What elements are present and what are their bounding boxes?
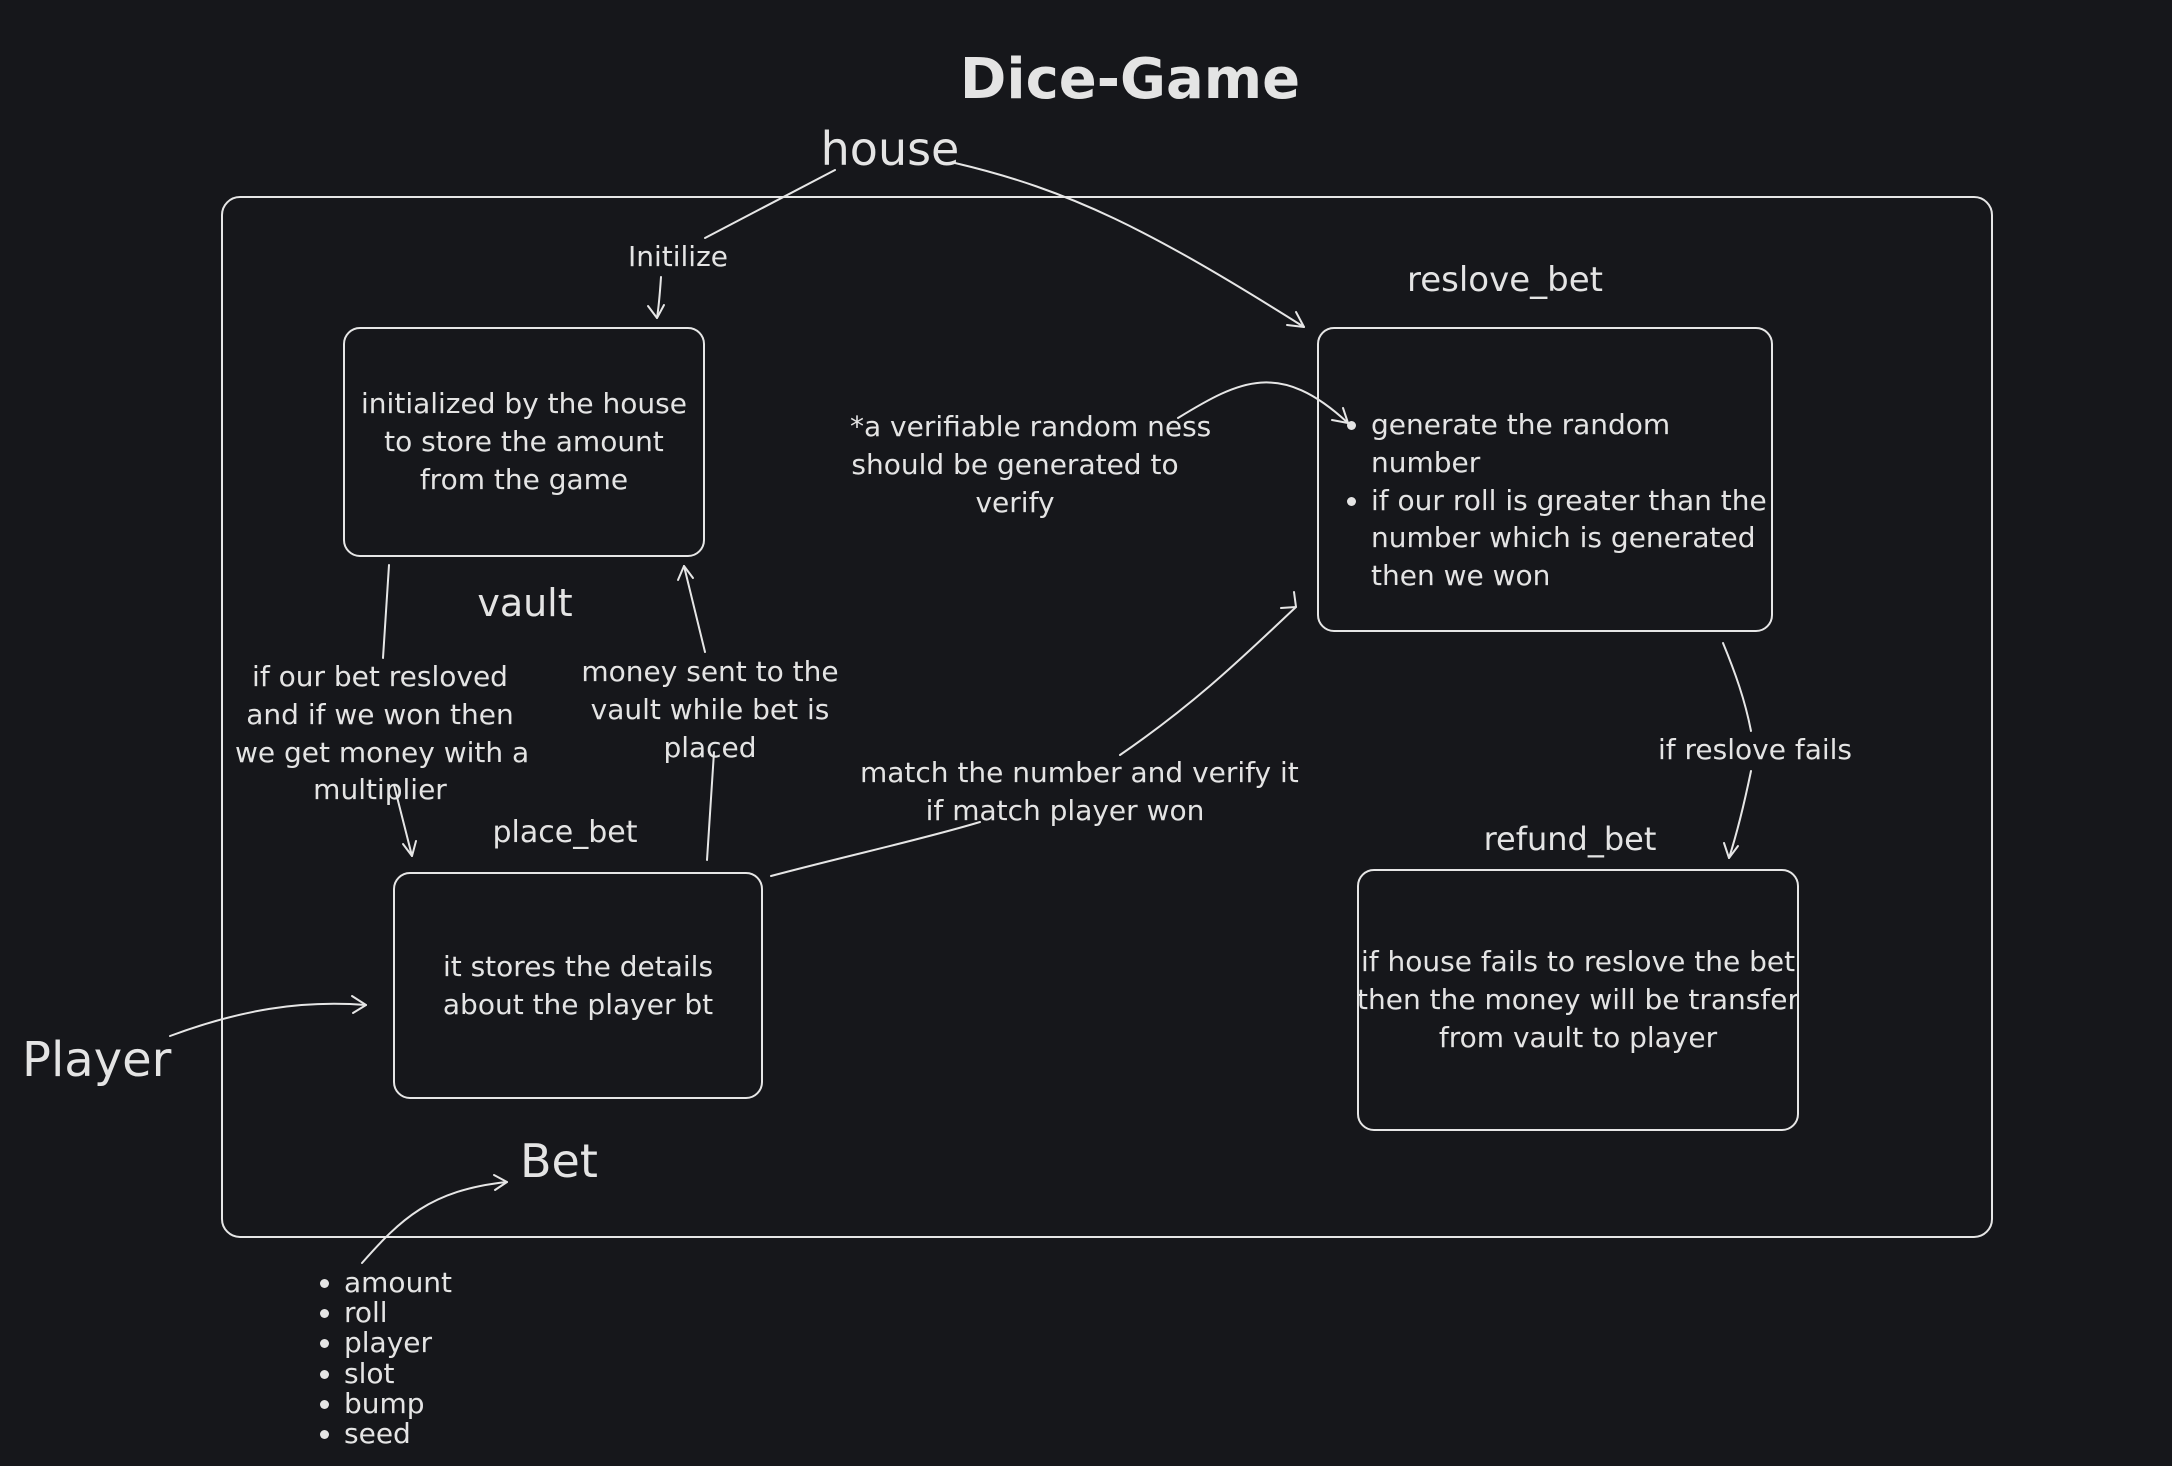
vault-line-3: from the game (419, 462, 629, 496)
place-bet-box (393, 872, 763, 1099)
randomness-line-2: should be generated to (851, 447, 1179, 481)
bet-struct-label: Bet (520, 1134, 598, 1188)
refund-bet-line-3: from vault to player (1438, 1020, 1718, 1054)
bet-field-amount: amount (344, 1267, 452, 1298)
fails-to-refund-arrow (1728, 770, 1752, 859)
vault-to-bet-line-1: if our bet resloved (252, 660, 508, 693)
diagram-title: Dice-Game (959, 47, 1301, 112)
refund-bet-label: refund_bet (1483, 820, 1657, 858)
randomness-to-reslove-arrow (1177, 381, 1349, 424)
bet-field-seed: seed (344, 1418, 452, 1449)
refund-bet-line-1: if house fails to reslove the bet (1360, 945, 1796, 979)
player-actor-label: Player (22, 1032, 172, 1088)
reslove-step-2: if our roll is greater than the number w… (1371, 482, 1767, 595)
program-frame (221, 196, 1993, 1238)
refund-bet-box (1357, 869, 1799, 1131)
vault-box (343, 327, 705, 557)
place-bet-to-match-line (770, 821, 981, 877)
reslove-step-1: generate the random number (1371, 406, 1767, 482)
reslove-bet-box (1317, 327, 1773, 632)
match-label: match the number and verify it if match … (860, 754, 1299, 830)
place-bet-to-vault-arrow (683, 565, 706, 653)
bet-to-vault-line-3: placed (663, 730, 757, 764)
bet-to-vault-line-2: vault while bet is (590, 692, 830, 726)
house-to-initilize-line (704, 169, 836, 239)
place-bet-node: it stores the details about the player b… (394, 873, 762, 1098)
bet-to-vault-label: money sent to the vault while bet is pla… (580, 653, 840, 766)
vault-description: initialized by the house to store the am… (361, 385, 687, 498)
bet-field-bump: bump (344, 1388, 452, 1419)
vault-to-bet-line-2: and if we won then (246, 697, 514, 731)
vault-to-bet-line-4: multiplier (313, 773, 447, 807)
match-line-2: if match player won (925, 793, 1205, 827)
bet-fields-list: amount roll player slot bump seed (318, 1267, 452, 1449)
match-to-reslove-arrow (1119, 606, 1297, 756)
vault-to-bet-label: if our bet resloved and if we won then w… (235, 658, 530, 809)
house-to-reslove-arrow (954, 162, 1305, 328)
randomness-note: *a verifiable random ness should be gene… (850, 408, 1212, 521)
bet-field-roll: roll (344, 1297, 452, 1328)
refund-bet-line-2: then the money will be transfer (1357, 983, 1799, 1017)
house-actor-label: house (820, 122, 960, 176)
bet-fields: amount roll player slot bump seed (318, 1267, 452, 1449)
bet-fields-to-bet-arrow (361, 1181, 508, 1264)
reslove-to-fails-line (1722, 642, 1752, 732)
randomness-line-3: verify (975, 485, 1055, 519)
vault-line-1: initialized by the house (361, 387, 687, 421)
reslove-bet-label: reslove_bet (1407, 260, 1603, 300)
refund-bet-node: if house fails to reslove the bet then t… (1357, 870, 1799, 1130)
place-bet-line-2: about the player bt (442, 987, 714, 1021)
bet-to-vault-line-1: money sent to the (581, 655, 839, 688)
initilize-label: Initilize (627, 240, 729, 273)
player-to-place-bet-arrow (169, 1002, 367, 1037)
vault-to-place-bet-line (382, 564, 390, 659)
place-bet-description: it stores the details about the player b… (443, 948, 713, 1024)
refund-bet-description: if house fails to reslove the bet then t… (1357, 943, 1799, 1056)
vault-line-2: to store the amount (384, 425, 664, 459)
reslove-bet-node: generate the random number if our roll i… (1347, 406, 1767, 595)
vault-label: vault (477, 581, 573, 625)
reslove-bet-steps: generate the random number if our roll i… (1347, 406, 1767, 595)
match-line-1: match the number and verify it (860, 756, 1299, 789)
vault-to-place-bet-arrow (393, 784, 413, 857)
vault-node: initialized by the house to store the am… (344, 328, 704, 556)
randomness-line-1: *a verifiable random ness (850, 410, 1212, 443)
reslove-fails-label: if reslove fails (1657, 733, 1853, 766)
place-bet-label: place_bet (492, 815, 638, 850)
place-bet-line-1: it stores the details (442, 949, 714, 983)
initilize-to-vault-arrow (656, 276, 662, 319)
vault-to-bet-line-3: we get money with a (235, 735, 530, 769)
bet-field-slot: slot (344, 1358, 452, 1389)
place-bet-to-vault-line (706, 751, 715, 861)
bet-field-player: player (344, 1328, 452, 1358)
